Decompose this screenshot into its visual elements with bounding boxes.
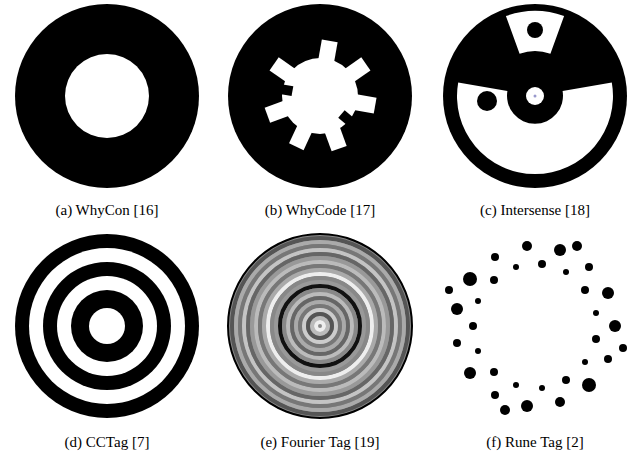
whycode-marker	[228, 4, 412, 188]
figure-caption: (d) CCTag [7]	[65, 433, 150, 451]
figure-caption: (c) Intersense [18]	[480, 201, 590, 219]
figure-caption: (f) Rune Tag [2]	[486, 433, 583, 451]
figure-caption: (b) WhyCode [17]	[265, 201, 376, 219]
intersense-marker	[443, 4, 627, 188]
whycon-marker	[15, 4, 199, 188]
figure-caption: (a) WhyCon [16]	[55, 201, 158, 219]
cctag-marker	[15, 234, 199, 418]
rune-tag-marker	[445, 241, 627, 415]
fourier-tag-marker	[228, 234, 412, 418]
figure-caption: (e) Fourier Tag [19]	[260, 433, 379, 451]
